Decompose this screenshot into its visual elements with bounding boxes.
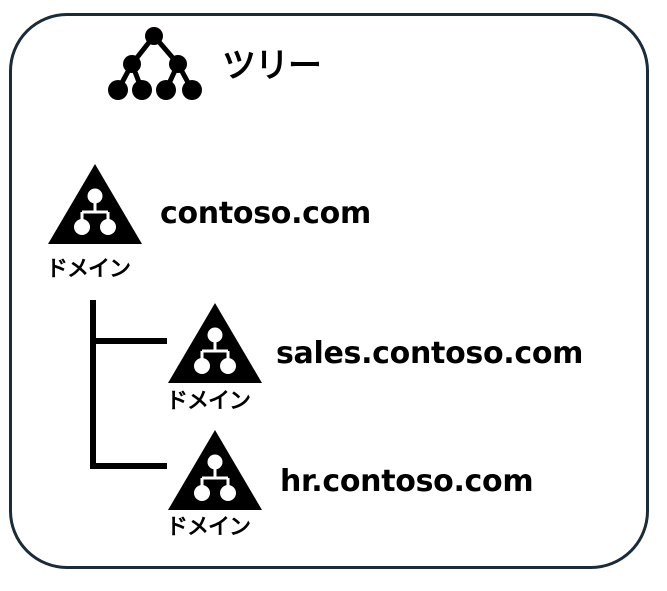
tree-frame bbox=[9, 13, 649, 569]
domain-name: contoso.com bbox=[160, 196, 371, 231]
domain-type-label: ドメイン bbox=[166, 389, 251, 414]
domain-type-label: ドメイン bbox=[166, 515, 251, 540]
domain-type-label: ドメイン bbox=[46, 257, 131, 282]
domain-name: hr.contoso.com bbox=[280, 464, 534, 499]
domain-triangle-icon bbox=[168, 303, 262, 383]
domain-name: sales.contoso.com bbox=[276, 336, 584, 371]
tree-title: ツリー bbox=[222, 46, 322, 86]
tree-hierarchy-icon bbox=[108, 27, 202, 100]
domain-triangle-icon bbox=[48, 164, 142, 244]
domain-triangle-icon bbox=[168, 430, 262, 510]
